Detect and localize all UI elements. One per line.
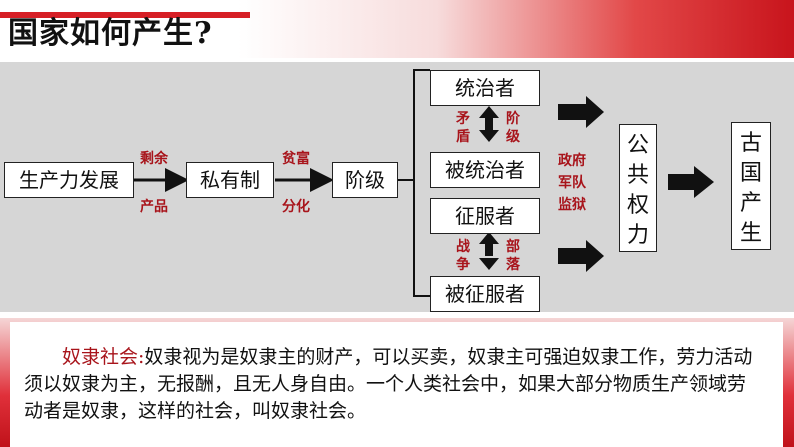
ancient-state-char-1: 古	[739, 131, 762, 156]
double-arrow-top	[479, 106, 499, 142]
description-card	[10, 322, 783, 447]
block-arrow-upper	[558, 96, 604, 128]
label-war-1: 战	[456, 239, 470, 255]
public-power-char-2: 共	[626, 163, 649, 188]
label-tribe-1: 部	[506, 239, 520, 255]
description-paragraph: 奴隶社会:奴隶视为是奴隶主的财产，可以买卖，奴隶主可强迫奴隶工作，劳力活动须以奴…	[24, 344, 764, 425]
ancient-state-char-3: 产	[739, 191, 762, 216]
box-class: 阶级	[332, 162, 398, 198]
box-ruled: 被统治者	[430, 152, 540, 188]
box-conquerors: 征服者	[430, 198, 540, 234]
label-wealth-bottom: 分化	[282, 199, 310, 215]
ancient-state-char-2: 国	[739, 161, 762, 186]
box-public-power: 公 共 权 力	[619, 124, 657, 252]
box-conquered: 被征服者	[430, 276, 540, 312]
label-army: 军队	[558, 175, 586, 191]
label-tribe-2: 落	[506, 257, 520, 273]
label-contradiction-2: 盾	[456, 129, 470, 145]
public-power-char-1: 公	[626, 133, 649, 158]
label-classword-1: 阶	[506, 111, 520, 127]
header-band	[0, 0, 794, 58]
label-government: 政府	[558, 153, 586, 169]
page-title: 国家如何产生?	[8, 16, 213, 51]
box-private-ownership: 私有制	[186, 162, 274, 198]
block-arrow-state	[668, 166, 714, 198]
description-text: 奴隶视为是奴隶主的财产，可以买卖，奴隶主可强迫奴隶工作，劳力活动须以奴隶为主，无…	[24, 346, 753, 422]
group-bracket	[413, 69, 430, 297]
box-productivity: 生产力发展	[4, 162, 134, 198]
label-contradiction-1: 矛	[456, 111, 470, 127]
label-prison: 监狱	[558, 197, 586, 213]
public-power-char-3: 权	[626, 193, 649, 218]
title-accent-bar	[0, 12, 250, 18]
label-surplus-top: 剩余	[140, 151, 168, 167]
ancient-state-char-4: 生	[739, 221, 762, 246]
label-surplus-bottom: 产品	[140, 199, 168, 215]
label-classword-2: 级	[506, 129, 520, 145]
label-war-2: 争	[456, 257, 470, 273]
box-ancient-state: 古 国 产 生	[731, 122, 771, 250]
block-arrow-lower	[558, 240, 604, 272]
double-arrow-bottom	[479, 232, 499, 270]
box-rulers: 统治者	[430, 70, 540, 106]
description-term: 奴隶社会:	[62, 346, 145, 368]
label-wealth-top: 贫富	[282, 151, 310, 167]
public-power-char-4: 力	[626, 223, 649, 248]
